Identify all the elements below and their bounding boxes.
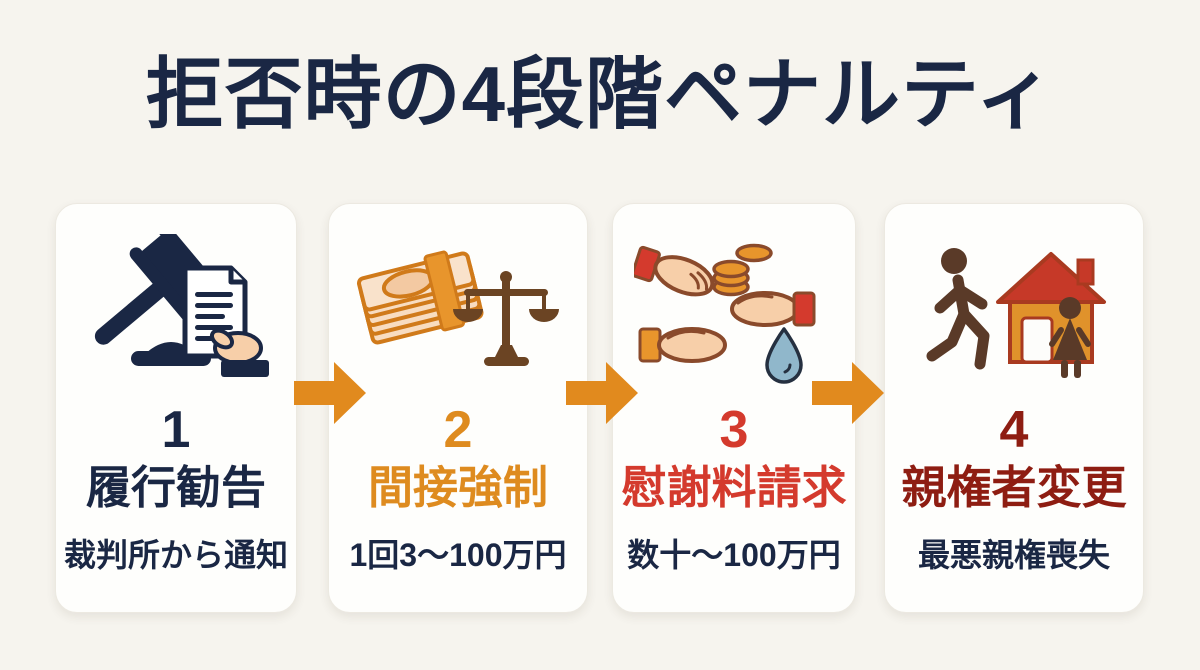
banknotes-and-scale-icon	[356, 250, 559, 366]
step-card-2: 2 間接強制 1回3〜100万円	[328, 203, 588, 613]
right-arrow-icon	[294, 362, 366, 424]
step-4-detail: 最悪親権喪失	[917, 536, 1110, 573]
step-2-number: 2	[443, 401, 473, 459]
hands-coins-teardrop-icon	[634, 243, 816, 384]
step-3-detail: 数十〜100万円	[627, 536, 841, 573]
step-card-4: 4 親権者変更 最悪親権喪失	[884, 203, 1144, 613]
step-2-label: 間接強制	[367, 462, 548, 513]
step-2-detail: 1回3〜100万円	[349, 536, 567, 573]
step-1-icon-wrap	[56, 228, 296, 400]
step-3-number: 3	[719, 401, 749, 459]
page-title: 拒否時の4段階ペナルティ	[145, 50, 1055, 138]
step-4-icon-wrap	[885, 228, 1143, 400]
step-2-icon-wrap	[329, 228, 587, 400]
gavel-and-document-icon	[94, 234, 269, 377]
person-leaving-house-icon	[926, 248, 1106, 378]
step-3-label: 慰謝料請求	[621, 462, 847, 513]
step-1-detail: 裁判所から通知	[63, 536, 288, 573]
right-arrow-icon	[566, 362, 638, 424]
right-arrow-icon	[812, 362, 884, 424]
step-1-label: 履行勧告	[85, 462, 266, 513]
step-4-number: 4	[999, 401, 1029, 459]
step-card-1: 1 履行勧告 裁判所から通知	[55, 203, 297, 613]
step-1-number: 1	[161, 401, 191, 459]
step-4-label: 親権者変更	[901, 462, 1127, 513]
step-3-icon-wrap	[613, 228, 855, 400]
